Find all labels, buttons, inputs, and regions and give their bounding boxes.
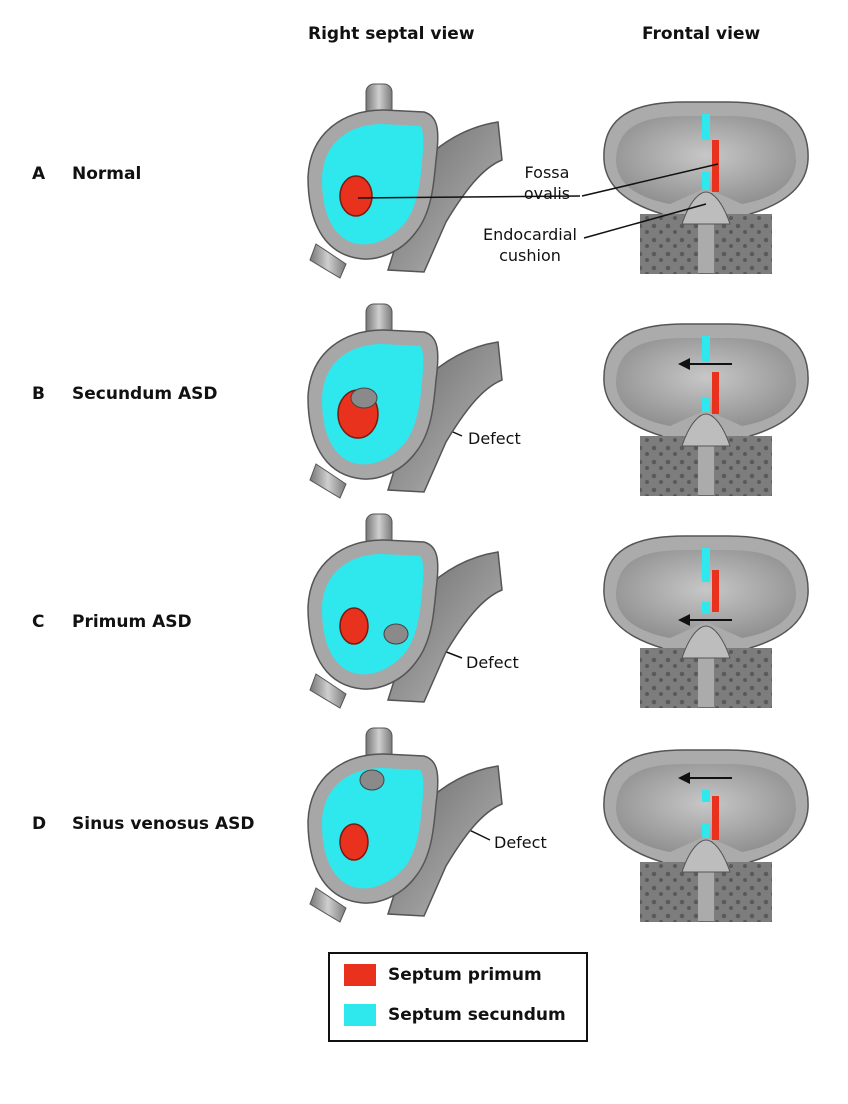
defect-d-label: Defect	[494, 833, 547, 852]
row-d-title: Sinus venosus ASD	[72, 814, 255, 834]
row-a-letter: A	[32, 164, 46, 184]
row-d-letter: D	[32, 814, 47, 834]
septum-secundum-upper	[702, 114, 710, 140]
legend-label-septum-secundum: Septum secundum	[388, 1005, 566, 1025]
atria-cavity	[616, 116, 796, 204]
fossa-ovalis-leader-frontal	[581, 163, 719, 197]
row-a-title: Normal	[72, 164, 142, 184]
row-c-letter: C	[32, 612, 45, 632]
septum-primum	[712, 140, 719, 192]
arrow-head	[678, 358, 690, 370]
normal-septal-view	[307, 83, 503, 279]
ivc-vessel	[309, 243, 347, 279]
frontal-view-header: Frontal view	[642, 24, 761, 44]
endocardial-cushion	[681, 191, 731, 225]
primum-septal-view	[307, 513, 503, 709]
legend-item-septum-primum: Septum primum	[344, 964, 542, 986]
secundum-frontal-view	[603, 323, 809, 496]
sinus-venosus-septal-view	[307, 727, 503, 923]
primum-defect-hole	[383, 623, 409, 645]
row-b-title: Secundum ASD	[72, 384, 218, 404]
arrow-head	[678, 614, 690, 626]
endocardial-cushion-leader	[583, 203, 707, 239]
septum-primum-swatch	[344, 964, 376, 986]
secundum-septal-view	[307, 303, 503, 499]
row-b-letter: B	[32, 384, 45, 404]
row-c-title: Primum ASD	[72, 612, 192, 632]
septum-secundum-swatch	[344, 1004, 376, 1026]
septal-view-header: Right septal view	[308, 24, 475, 44]
sinus-venosus-defect-hole	[359, 769, 385, 791]
septum-primum-region	[339, 175, 373, 217]
sinus-venosus-frontal-view	[603, 749, 809, 922]
legend-label-septum-primum: Septum primum	[388, 965, 542, 985]
normal-frontal-view	[603, 101, 809, 274]
fossa-ovalis-leader-septal	[357, 195, 581, 199]
arrow-head	[678, 772, 690, 784]
secundum-defect-hole	[350, 387, 378, 409]
septum-secundum-lower	[702, 172, 710, 190]
primum-frontal-view	[603, 535, 809, 708]
legend: Septum primum Septum secundum	[328, 952, 588, 1042]
defect-b-label: Defect	[468, 429, 521, 448]
septum-secundum-region	[322, 124, 424, 245]
legend-item-septum-secundum: Septum secundum	[344, 1004, 566, 1026]
defect-c-label: Defect	[466, 653, 519, 672]
